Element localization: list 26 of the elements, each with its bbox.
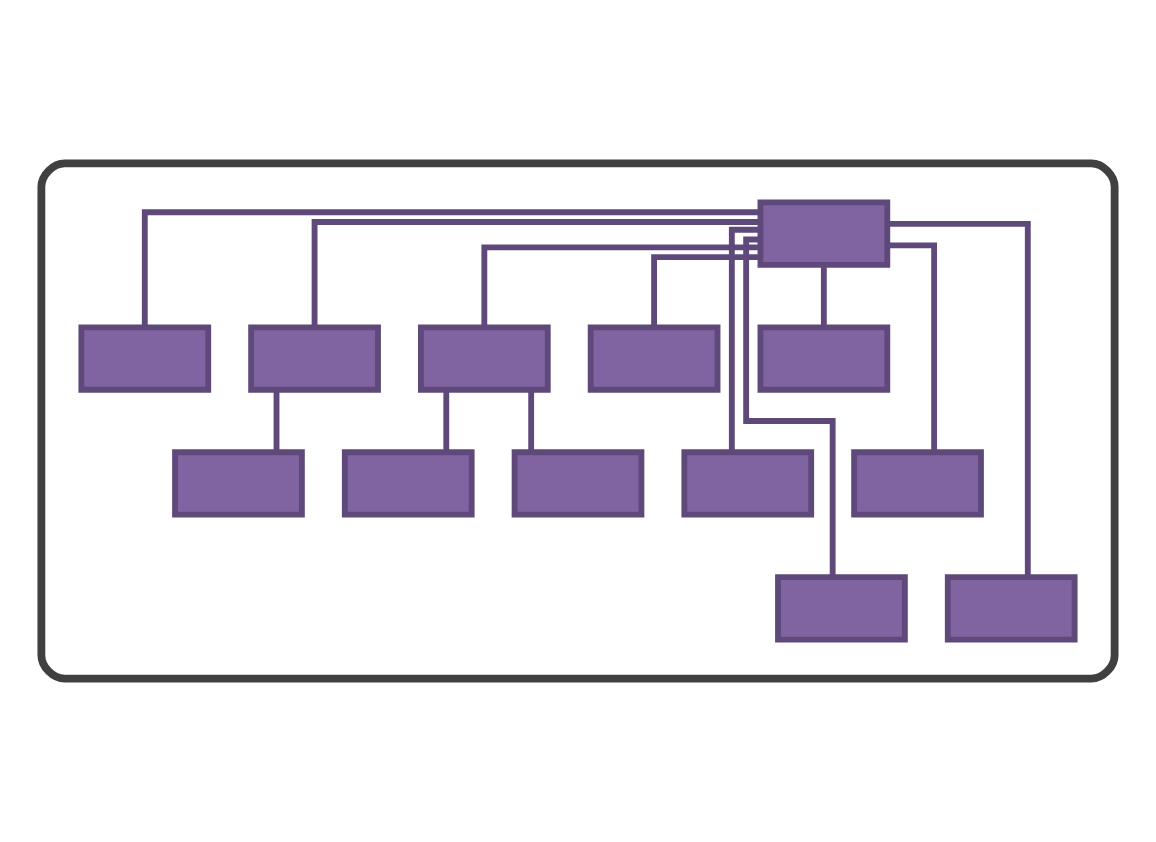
node-box [851,449,984,518]
connector [651,254,760,327]
node-box [341,449,475,518]
connector [887,242,938,452]
connector [528,390,535,452]
node-box [757,199,891,268]
node-box [78,324,212,393]
connector [743,236,836,577]
connector [311,219,761,327]
node-box [172,449,305,518]
node-box [418,324,551,393]
node-box [757,324,891,393]
node-box [587,324,721,393]
connector [820,265,827,327]
connector [273,390,280,452]
connector [481,244,760,327]
cluster [37,159,1119,683]
node-box [681,449,815,518]
connector [141,209,760,327]
connector [887,221,1031,577]
node-box [944,574,1078,643]
node-box [248,324,381,393]
connector [728,226,761,452]
connector [443,390,450,452]
node-box [775,574,908,643]
node-box [511,449,645,518]
